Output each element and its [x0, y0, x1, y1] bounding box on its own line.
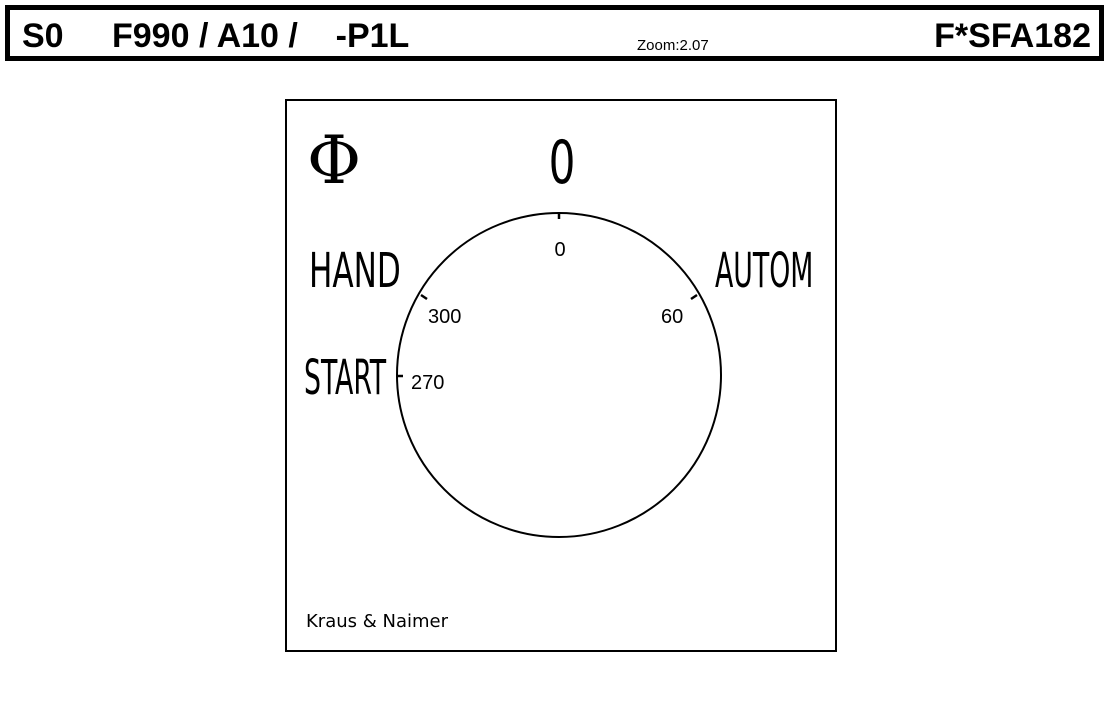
dial-circle [396, 212, 722, 538]
switch-front-plate: Φ 0 0 300 60 270 HAND AUTOM START Kraus … [285, 99, 837, 652]
type-code-label: F990 / A10 / -P1L [112, 17, 410, 55]
angle-label-60: 60 [661, 306, 683, 328]
angle-label-0: 0 [554, 239, 565, 261]
position-label-hand: HAND [309, 242, 401, 298]
dial-drawing: Φ 0 0 300 60 270 HAND AUTOM START Kraus … [304, 122, 813, 632]
angle-label-270: 270 [411, 372, 444, 394]
tick-300 [420, 293, 428, 301]
position-label-autom: AUTOM [715, 244, 813, 299]
angle-label-300: 300 [428, 306, 461, 328]
position-label-start: START [304, 351, 387, 406]
position-label-off: 0 [549, 127, 576, 197]
zoom-label: Zoom:2.07 [637, 37, 709, 54]
manufacturer-label: Kraus & Naimer [306, 611, 449, 632]
part-number-label: F*SFA182 [934, 17, 1091, 55]
series-label: S0 [22, 17, 64, 55]
tick-60 [690, 293, 698, 301]
title-bar: S0 F990 / A10 / -P1L Zoom:2.07 F*SFA182 [5, 5, 1104, 61]
switch-symbol-icon: Φ [307, 122, 361, 199]
